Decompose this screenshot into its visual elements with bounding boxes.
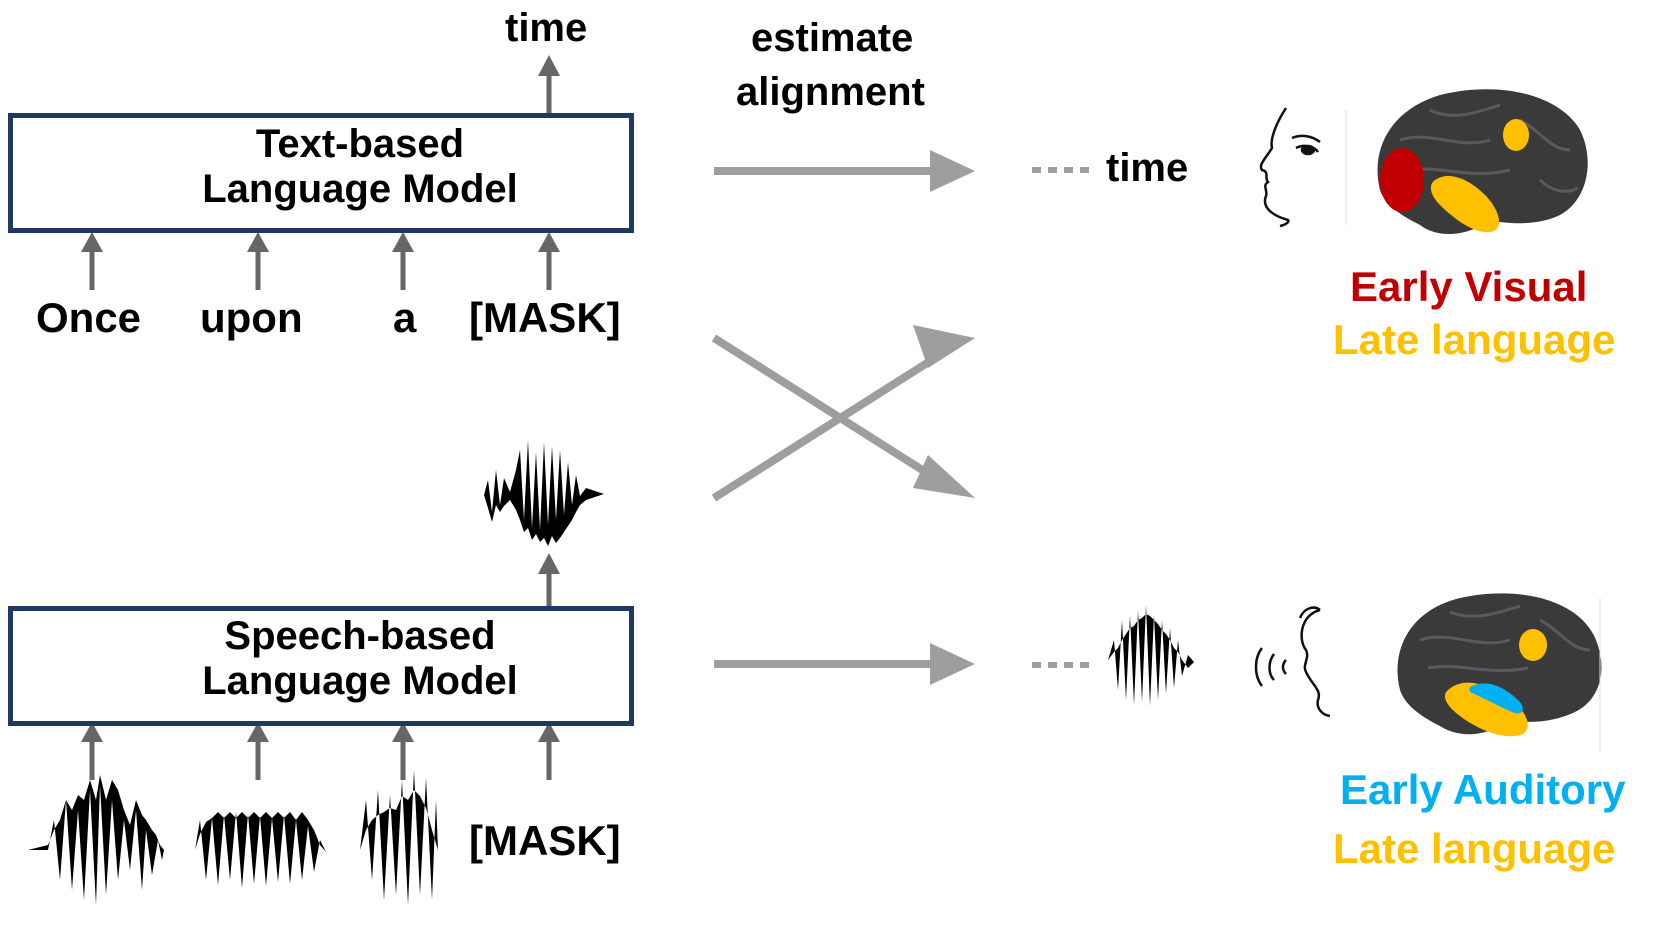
speech-input-arrows [81, 553, 560, 780]
brain-icon [1377, 89, 1602, 752]
early-auditory-label: Early Auditory [1340, 766, 1626, 813]
brain-bottom [1397, 593, 1602, 752]
arrow-upon [247, 232, 269, 290]
arrow-speech-mask [538, 722, 560, 780]
arrow-wave3 [392, 722, 414, 780]
arrow-speech-to-audio [714, 643, 975, 685]
text-input-arrows [81, 55, 560, 290]
dotted-lead-lines [1032, 167, 1090, 668]
waveform-icon [28, 440, 1194, 905]
token-mask: [MASK] [469, 294, 621, 341]
brain-time-label: time [1106, 146, 1189, 190]
token-a: a [393, 294, 417, 341]
arrow-text-to-time [714, 150, 975, 192]
alignment-line2: alignment [736, 70, 925, 114]
arrow-cross-up [711, 325, 975, 502]
waveform-input-2 [195, 812, 326, 888]
text-model-box [8, 113, 634, 233]
speech-model-line1: Speech-based [224, 614, 496, 658]
face-eye-icon [1259, 107, 1347, 228]
text-model-line2: Language Model [202, 167, 518, 212]
text-output-label: time [505, 6, 588, 50]
waveform-brain-audio [1108, 605, 1194, 706]
alignment-line1: estimate [751, 16, 914, 60]
late-language-region-top [1503, 119, 1529, 151]
late-language-label-top: Late language [1333, 316, 1616, 363]
arrow-wave2 [247, 722, 269, 780]
waveform-output [484, 440, 604, 546]
ear-speaker-icon [1254, 606, 1331, 718]
token-once: Once [36, 294, 142, 341]
early-auditory-region [1469, 683, 1523, 714]
arrow-once [81, 232, 103, 290]
arrow-mask [538, 232, 560, 290]
late-language-temporal-bottom [1444, 682, 1528, 737]
arrow-text-output [538, 55, 560, 113]
late-language-temporal-top [1430, 175, 1500, 233]
arrow-speech-output [538, 553, 560, 610]
token-upon: upon [200, 294, 303, 341]
alignment-arrows [711, 150, 975, 685]
speech-model-line2: Language Model [202, 659, 518, 704]
arrow-wave1 [81, 722, 103, 780]
waveform-input-3 [360, 770, 438, 905]
arrow-a [392, 232, 414, 290]
arrow-cross-down [711, 334, 975, 498]
speech-model-title: Speech-based Language Model [150, 614, 570, 704]
waveform-input-1 [28, 775, 164, 905]
late-language-region-bottom [1519, 629, 1547, 661]
text-model-title: Text-based Language Model [150, 122, 570, 212]
text-model-line1: Text-based [255, 122, 465, 166]
late-language-label-bottom: Late language [1333, 825, 1616, 872]
speech-mask-label: [MASK] [469, 817, 621, 864]
early-visual-label: Early Visual [1350, 263, 1588, 310]
early-visual-region [1380, 148, 1424, 212]
brain-top [1377, 89, 1588, 235]
speech-model-box [8, 606, 634, 726]
